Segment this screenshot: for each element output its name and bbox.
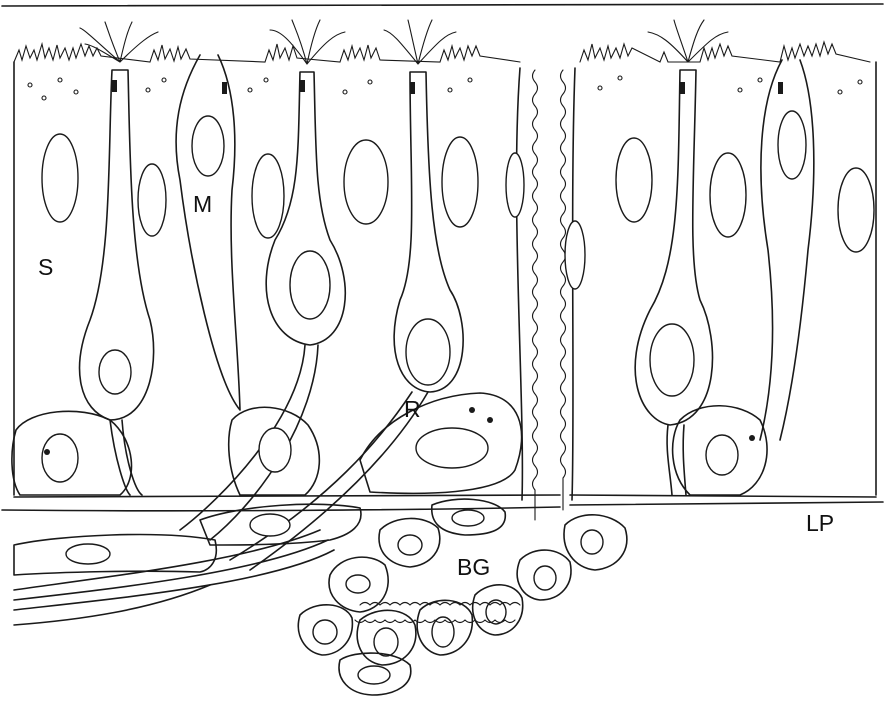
gland-duct-right-wall (561, 70, 566, 510)
label-microvillar-cell: M (193, 193, 212, 216)
slender-cell-right (760, 60, 814, 440)
gland-duct-left-wall (533, 70, 538, 520)
microvillar-cell (176, 55, 240, 410)
apical-surface-right (580, 42, 870, 62)
label-bowmans-gland: BG (455, 556, 492, 579)
label-receptor-cell: R (404, 398, 421, 421)
receptor-neuron-1 (80, 22, 158, 495)
basement-membrane-upper (14, 495, 876, 497)
apical-granules (28, 76, 862, 100)
bowmans-gland (298, 499, 626, 695)
frame-top-line (2, 4, 883, 6)
gland-duct-outline (517, 68, 575, 500)
nerve-bundle (14, 504, 361, 625)
basement-membrane-lower (2, 502, 883, 511)
label-lamina-propria: LP (806, 512, 834, 535)
receptor-neuron-3 (230, 20, 463, 570)
apical-surface-left (14, 44, 520, 62)
label-sustentacular-cell: S (38, 256, 53, 279)
sustentacular-nuclei (42, 134, 874, 289)
